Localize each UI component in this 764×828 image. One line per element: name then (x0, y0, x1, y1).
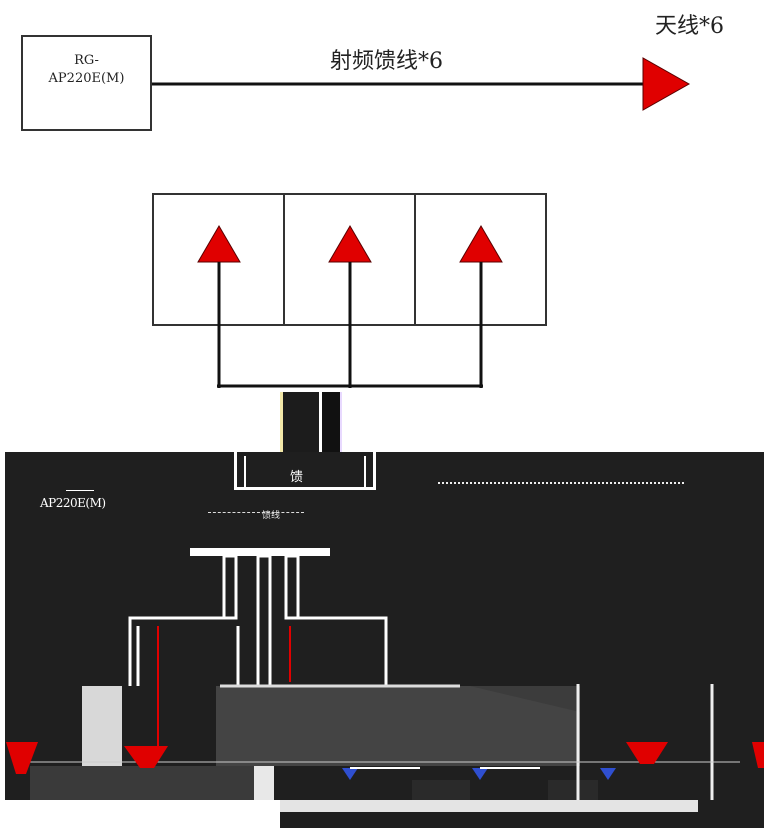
antenna-icon (752, 742, 764, 768)
antenna-icon (124, 746, 168, 768)
antenna-icon (626, 742, 668, 764)
antenna-icon (642, 57, 691, 111)
lower-caption: 馈线 (262, 511, 281, 521)
antenna-icon (342, 768, 358, 780)
dotted-line (438, 482, 684, 484)
lower-device-label: AP220E(M) (40, 496, 106, 510)
lower-caption-dashes (208, 512, 304, 513)
ap-device-label-line2: AP220E(M) (48, 71, 125, 86)
antenna-icon (472, 768, 488, 780)
bottom-white-strip (0, 800, 280, 828)
ap-device-box (21, 35, 152, 131)
ap-device-label-line1: RG- (74, 53, 99, 68)
rf-cable-label: 射频馈线*6 (330, 49, 443, 74)
cable-stem-core (280, 392, 322, 452)
feed-box-inner (244, 456, 366, 490)
antenna-icon (600, 768, 616, 780)
rf-cable-arrow (152, 57, 691, 111)
feed-box-label: 馈 (290, 470, 304, 485)
room-grid (152, 193, 547, 388)
antenna-icon (6, 742, 38, 774)
antenna-count-label: 天线*6 (655, 14, 724, 39)
cable-stem-edge (322, 392, 342, 452)
lower-device-underline (66, 490, 94, 491)
lower-feed-network (6, 548, 764, 812)
